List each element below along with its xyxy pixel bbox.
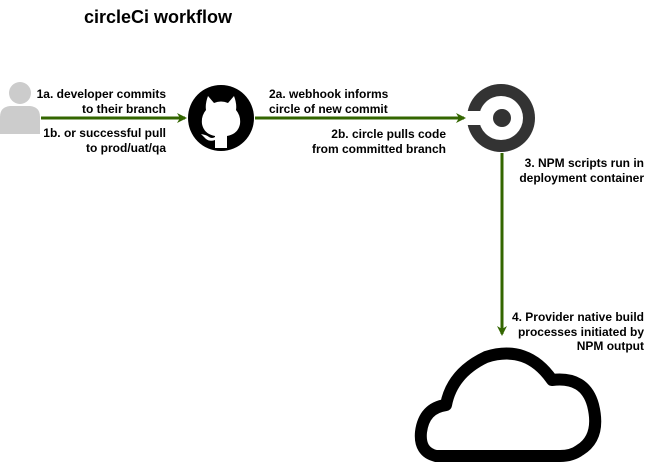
step-1b-label: 1b. or successful pull to prod/uat/qa [43,126,166,155]
diagram-title: circleCi workflow [84,7,233,27]
circleci-icon [462,84,535,152]
step-1a-label: 1a. developer commits to their branch [36,87,166,116]
cloud-icon [414,347,602,462]
step-2a-label: 2a. webhook informs circle of new commit [269,87,389,116]
step-4-label: 4. Provider native build processes initi… [511,310,644,353]
step-2b-label: 2b. circle pulls code from committed bra… [311,127,446,156]
user-icon [0,82,40,134]
step-3-label: 3. NPM scripts run in deployment contain… [519,156,644,185]
github-icon [188,85,254,151]
